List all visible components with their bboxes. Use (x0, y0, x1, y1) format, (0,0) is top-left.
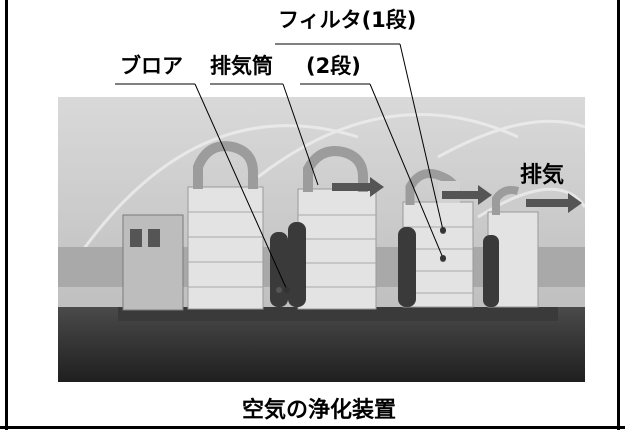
frame-left-border (5, 0, 8, 430)
label-filter-stage2: (2段) (306, 54, 361, 78)
label-exhaust-stack: 排気筒 (210, 54, 273, 78)
frame-bottom-border (0, 426, 625, 429)
label-exhaust: 排気 (520, 163, 565, 188)
label-blower: ブロア (120, 54, 183, 78)
equipment-photo (58, 97, 585, 382)
label-filter-stage1: フィルタ(1段) (278, 8, 417, 32)
caption-title: 空気の浄化装置 (242, 398, 397, 423)
frame-right-border (617, 0, 620, 430)
photo-drawing (58, 97, 585, 382)
